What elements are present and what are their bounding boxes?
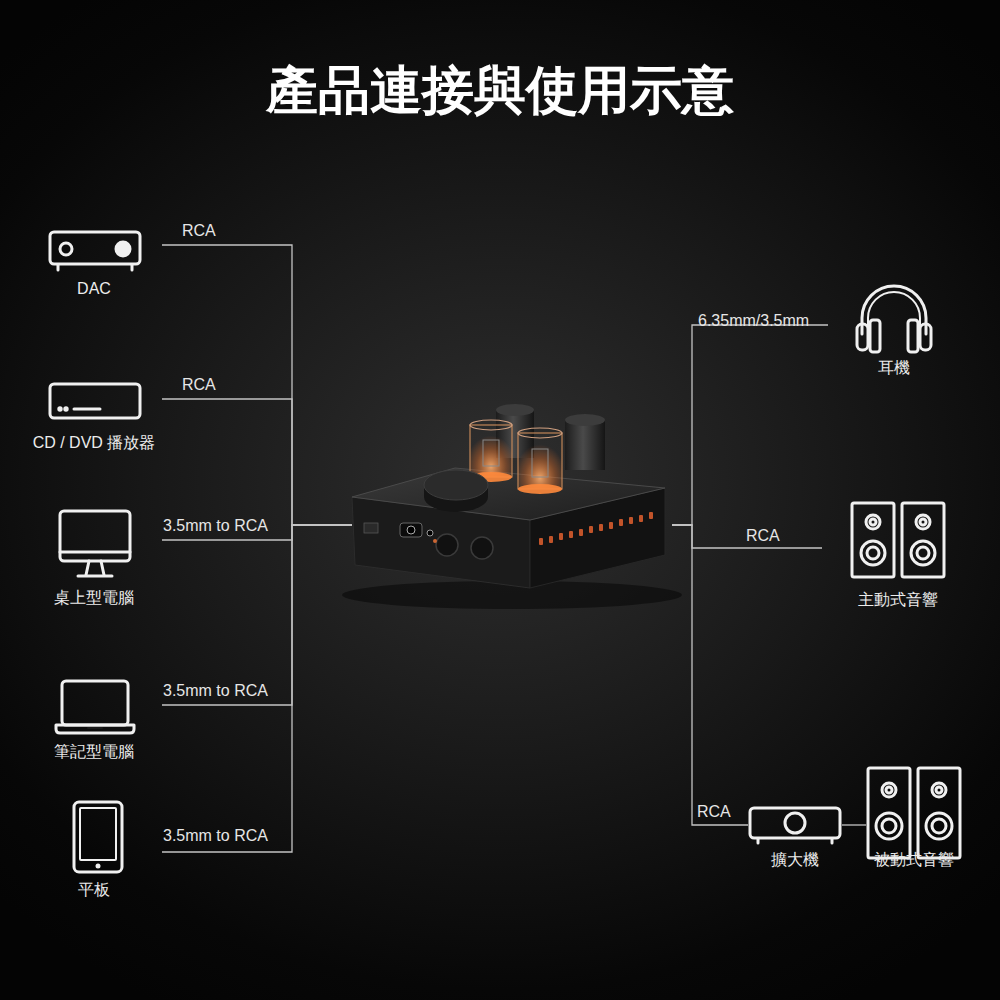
connector-line xyxy=(162,525,352,705)
output-device: 主動式音響 xyxy=(822,500,974,610)
cable-label: RCA xyxy=(697,802,731,822)
output-device: 耳機 xyxy=(828,278,960,378)
device-label: 耳機 xyxy=(828,358,960,378)
tube-amp-product xyxy=(352,395,672,590)
cable-label: RCA xyxy=(182,221,216,241)
connector-line xyxy=(162,399,352,525)
output-device: 被動式音響 xyxy=(866,766,962,870)
source-device: DAC xyxy=(26,228,162,299)
device-label: 筆記型電腦 xyxy=(26,742,162,762)
connector-line xyxy=(672,525,748,825)
tablet-icon xyxy=(74,802,122,872)
cable-label: 3.5mm to RCA xyxy=(163,826,268,846)
output-device: 擴大機 xyxy=(748,805,842,870)
tube-amp-illustration xyxy=(342,404,682,609)
passive-speakers-icon xyxy=(868,768,960,858)
cable-label: 3.5mm to RCA xyxy=(163,681,268,701)
connector-line xyxy=(672,325,828,525)
active-speakers-icon xyxy=(852,503,944,577)
device-label: 平板 xyxy=(26,880,162,900)
cable-label: RCA xyxy=(182,375,216,395)
laptop-icon xyxy=(56,681,134,733)
diagram-title: 產品連接與使用示意 xyxy=(0,58,1000,122)
source-device: 筆記型電腦 xyxy=(26,678,162,762)
dac-icon xyxy=(50,232,140,270)
headphones-icon xyxy=(857,286,931,352)
cable-label: 6.35mm/3.5mm xyxy=(698,311,809,331)
connector-line xyxy=(162,525,352,852)
connector-line xyxy=(162,245,352,525)
source-device: 桌上型電腦 xyxy=(26,508,162,608)
device-label: CD / DVD 播放器 xyxy=(26,433,162,453)
cable-label: RCA xyxy=(746,526,780,546)
disc-player-icon xyxy=(50,384,140,418)
amplifier-icon xyxy=(750,808,840,843)
device-label: 桌上型電腦 xyxy=(26,588,162,608)
cable-label: 3.5mm to RCA xyxy=(163,516,268,536)
device-label: 被動式音響 xyxy=(866,850,962,870)
source-device: 平板 xyxy=(26,800,162,900)
source-device: CD / DVD 播放器 xyxy=(26,378,162,453)
device-label: 擴大機 xyxy=(748,850,842,870)
connector-line xyxy=(842,824,866,825)
desktop-icon xyxy=(60,511,130,576)
device-label: DAC xyxy=(26,279,162,299)
device-label: 主動式音響 xyxy=(822,590,974,610)
connector-line xyxy=(672,525,822,548)
